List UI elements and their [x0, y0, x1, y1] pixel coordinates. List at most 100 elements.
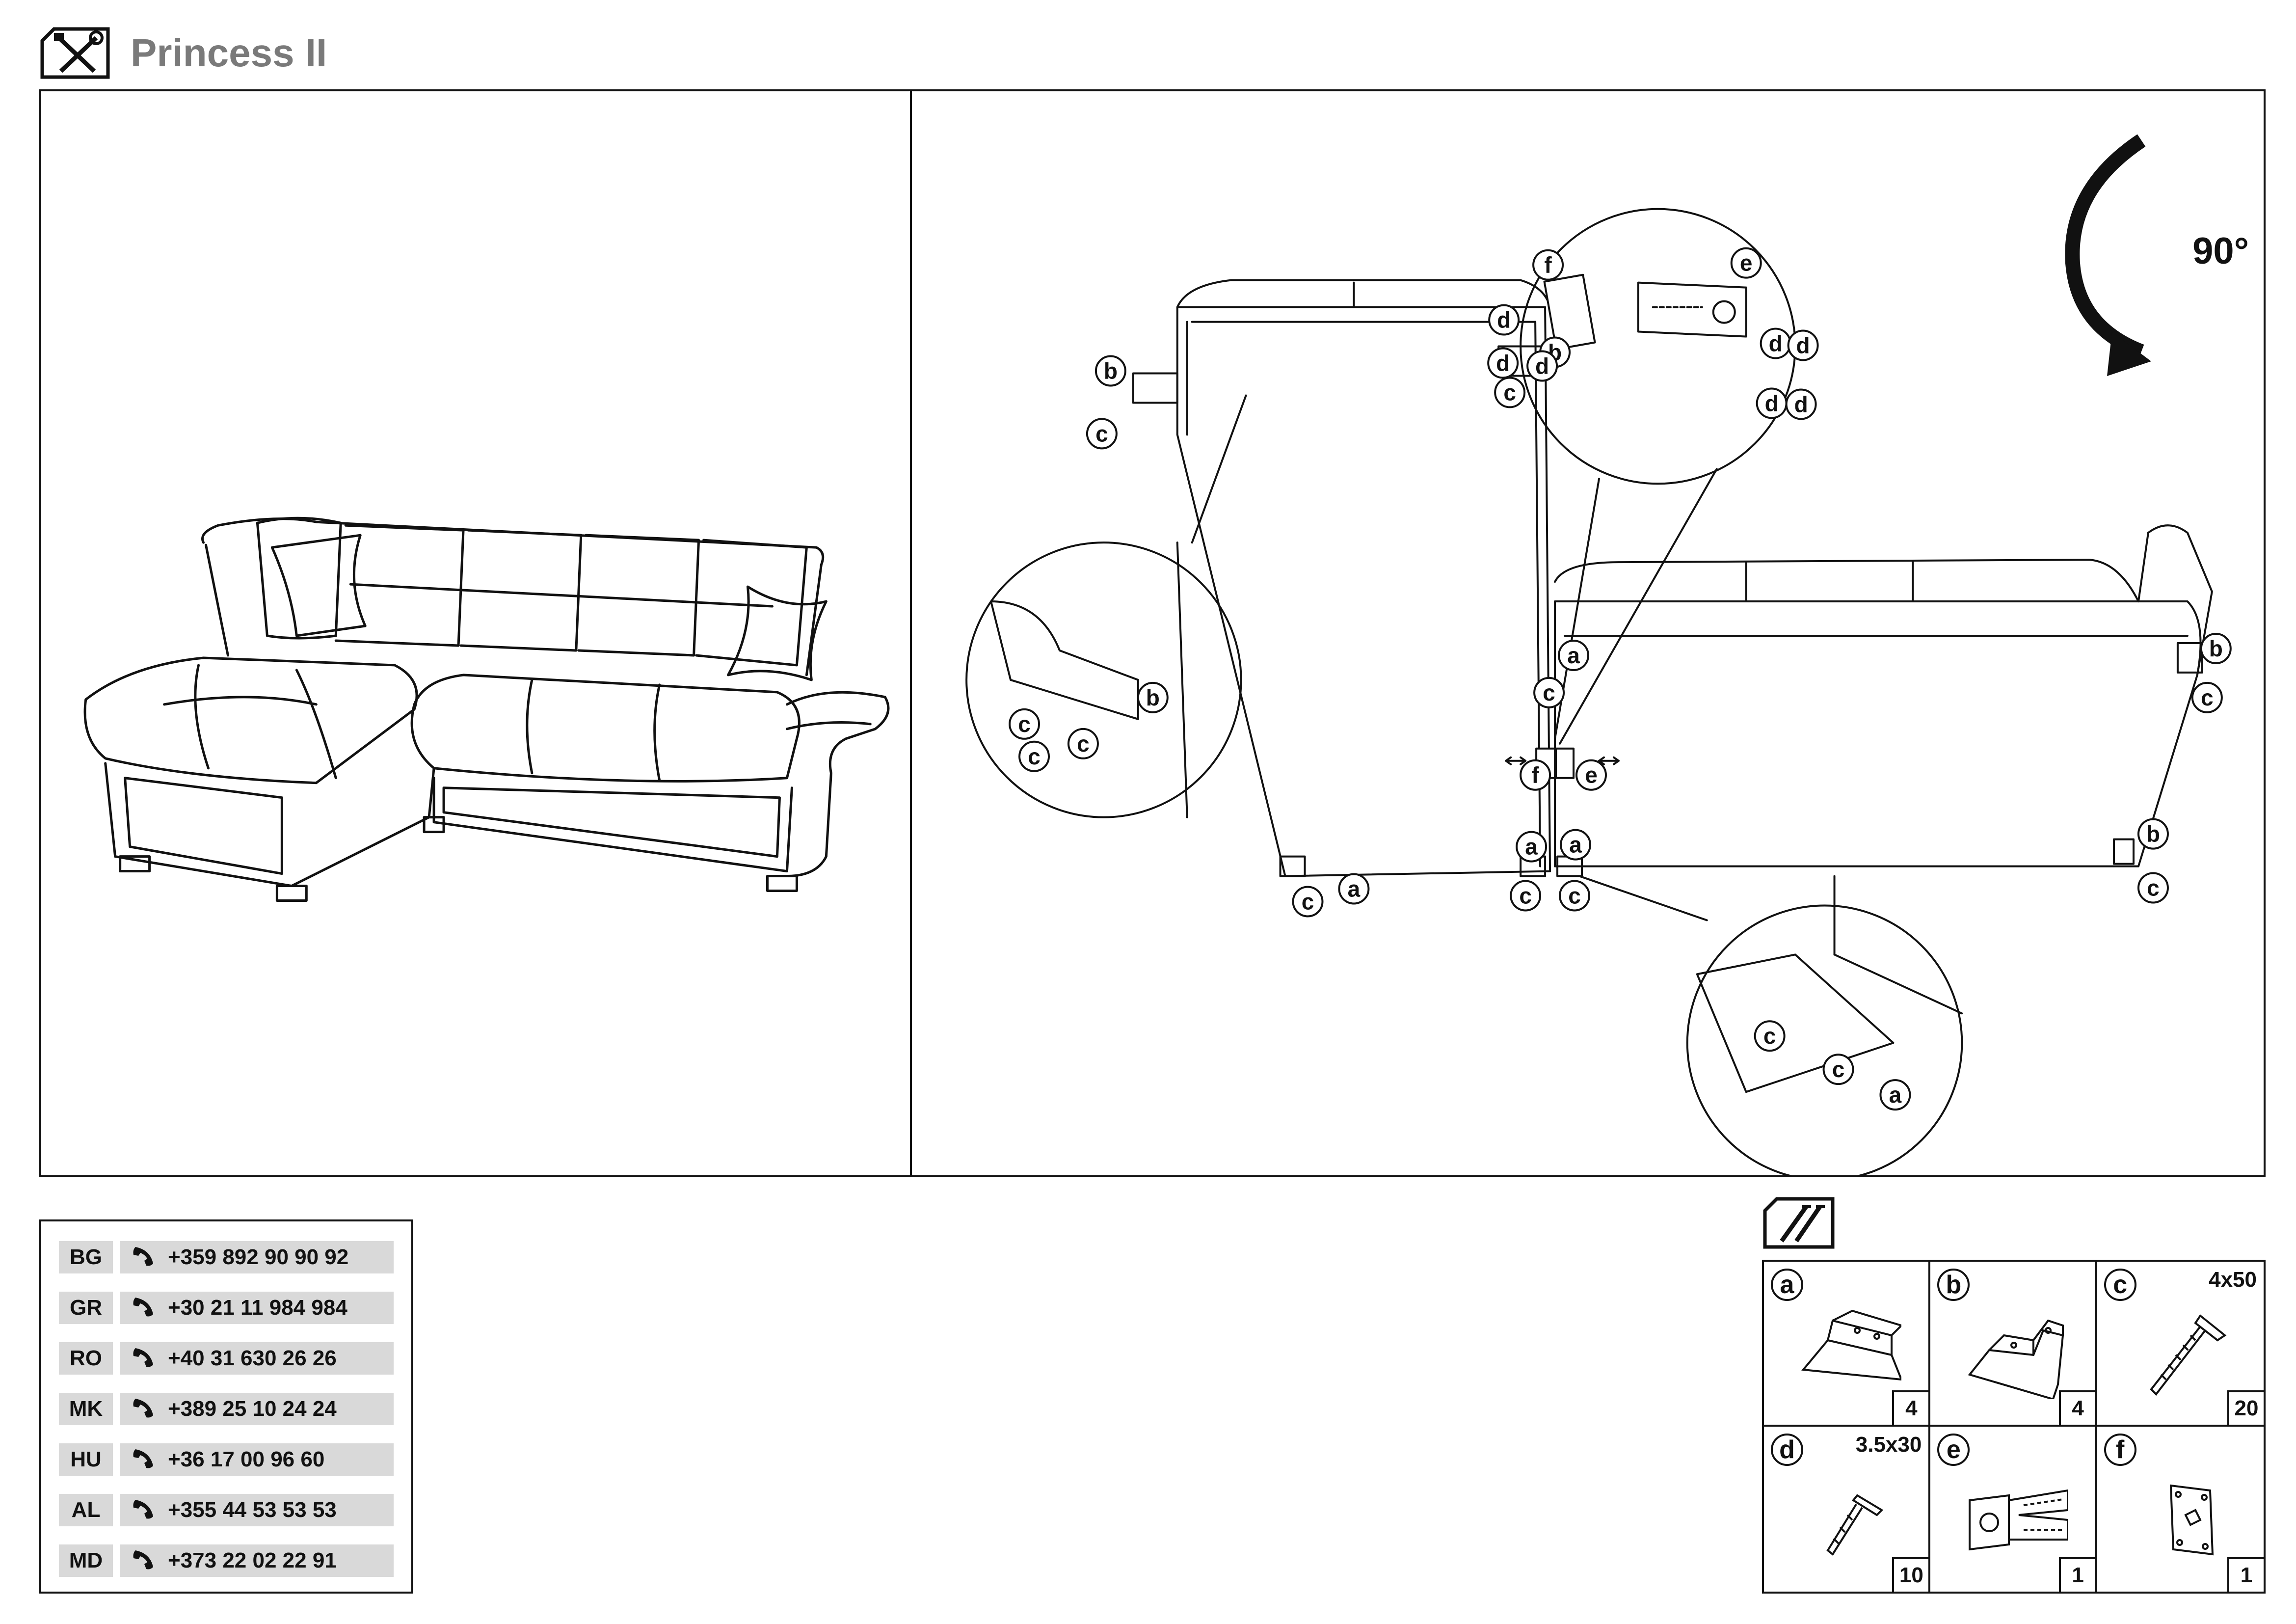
country-code: MK: [59, 1393, 113, 1425]
part-cell-c: c 4x50 20: [2097, 1262, 2264, 1427]
callout-c: c: [1503, 379, 1516, 405]
callout-c: c: [1568, 883, 1581, 909]
screws-icon: [1763, 1197, 1835, 1249]
part-letter: f: [2104, 1434, 2136, 1466]
part-letter: d: [1771, 1434, 1803, 1466]
part-cell-d: d 3.5x30 10: [1764, 1427, 1931, 1592]
callout-d: d: [1794, 391, 1808, 417]
screw-c-icon: [2149, 1314, 2227, 1396]
phone-number[interactable]: +40 31 630 26 26: [120, 1342, 394, 1375]
callout-b: b: [1104, 358, 1118, 383]
assembly-diagram-panel: b c b c a c f e a a c c c a b c b c e f: [912, 91, 2264, 1175]
callout-c: c: [1095, 421, 1108, 446]
callout-a: a: [1889, 1082, 1902, 1108]
callout-f: f: [1544, 252, 1552, 278]
screw-d-icon: [1826, 1494, 1884, 1556]
callout-c: c: [1763, 1023, 1776, 1049]
contact-row: RO +40 31 630 26 26: [59, 1342, 394, 1375]
callout-d: d: [1765, 390, 1779, 416]
contact-list: BG +359 892 90 90 92 GR +30 21 11 984 98…: [39, 1219, 413, 1594]
parts-list: a 4 b 4 c 4x50 20 d 3.5x30: [1762, 1260, 2266, 1594]
part-quantity: 1: [2227, 1557, 2264, 1592]
phone-icon: [133, 1348, 153, 1367]
country-code: HU: [59, 1443, 113, 1476]
contact-row: MD +373 22 02 22 91: [59, 1544, 394, 1577]
contact-row: AL +355 44 53 53 53: [59, 1494, 394, 1526]
callout-b: b: [2146, 821, 2160, 847]
part-quantity: 20: [2227, 1390, 2264, 1425]
part-cell-e: e 1: [1930, 1427, 2097, 1592]
coupler-e-icon: [1969, 1489, 2068, 1551]
rotation-label: 90°: [2192, 230, 2249, 272]
tools-icon: [40, 27, 110, 79]
phone-icon: [133, 1399, 153, 1418]
part-quantity: 10: [1892, 1557, 1929, 1592]
phone-number[interactable]: +389 25 10 24 24: [120, 1393, 394, 1425]
bracket-a-icon: [1801, 1309, 1901, 1381]
callout-a: a: [1525, 834, 1538, 860]
part-size: 3.5x30: [1855, 1433, 1922, 1457]
callout-c: c: [1519, 883, 1532, 909]
part-quantity: 1: [2058, 1557, 2095, 1592]
contact-row: MK +389 25 10 24 24: [59, 1393, 394, 1425]
callout-e: e: [1585, 762, 1598, 788]
phone-icon: [133, 1449, 153, 1468]
sofa-illustration: [83, 516, 890, 902]
callout-c: c: [2201, 685, 2214, 710]
part-size: 4x50: [2209, 1268, 2257, 1292]
callout-d: d: [1769, 331, 1783, 356]
page-title: Princess II: [131, 31, 327, 75]
callout-labels: b c b c a c f e a a c c c a b c b c e f: [1009, 247, 2232, 1111]
callout-b: b: [1146, 685, 1160, 710]
part-letter: a: [1771, 1269, 1803, 1301]
phone-icon: [133, 1247, 153, 1266]
phone-icon: [133, 1550, 153, 1570]
assembly-diagram: b c b c a c f e a a c c c a b c b c e f: [965, 208, 2232, 1175]
contact-row: HU +36 17 00 96 60: [59, 1443, 394, 1476]
callout-c: c: [2147, 875, 2160, 901]
phone-icon: [133, 1500, 153, 1519]
header: Princess II: [39, 24, 327, 82]
part-letter: e: [1937, 1434, 1970, 1466]
bracket-b-icon: [1968, 1319, 2064, 1399]
phone-number[interactable]: +355 44 53 53 53: [120, 1494, 394, 1526]
callout-f: f: [1531, 762, 1539, 788]
sofa-overview-panel: [41, 91, 910, 1175]
callout-a: a: [1567, 643, 1580, 668]
contact-row: GR +30 21 11 984 984: [59, 1292, 394, 1324]
callout-c: c: [1077, 731, 1090, 757]
part-cell-a: a 4: [1764, 1262, 1931, 1427]
country-code: RO: [59, 1342, 113, 1375]
part-quantity: 4: [2058, 1390, 2095, 1425]
callout-c: c: [1543, 680, 1555, 705]
callout-a: a: [1348, 876, 1361, 902]
part-letter: b: [1937, 1269, 1970, 1301]
callout-d: d: [1796, 333, 1810, 358]
callout-c: c: [1018, 711, 1031, 737]
phone-number[interactable]: +30 21 11 984 984: [120, 1292, 394, 1324]
instruction-frame: b c b c a c f e a a c c c a b c b c e f: [39, 89, 2266, 1177]
part-cell-f: f 1: [2097, 1427, 2264, 1592]
callout-d: d: [1535, 353, 1549, 379]
country-code: AL: [59, 1494, 113, 1526]
country-code: MD: [59, 1544, 113, 1577]
panel-divider: [910, 91, 912, 1175]
country-code: GR: [59, 1292, 113, 1324]
callout-e: e: [1740, 250, 1753, 276]
callout-c: c: [1302, 889, 1314, 915]
phone-number[interactable]: +373 22 02 22 91: [120, 1544, 394, 1577]
plate-f-icon: [2169, 1484, 2214, 1556]
phone-number[interactable]: +36 17 00 96 60: [120, 1443, 394, 1476]
rotation-indicator: 90°: [2043, 116, 2249, 386]
callout-a: a: [1569, 832, 1582, 858]
part-letter: c: [2104, 1269, 2136, 1301]
callout-d: d: [1497, 307, 1511, 333]
contact-row: BG +359 892 90 90 92: [59, 1241, 394, 1273]
callout-b: b: [2209, 636, 2223, 661]
callout-c: c: [1028, 744, 1041, 769]
phone-icon: [133, 1298, 153, 1317]
country-code: BG: [59, 1241, 113, 1273]
part-quantity: 4: [1892, 1390, 1929, 1425]
phone-number[interactable]: +359 892 90 90 92: [120, 1241, 394, 1273]
callout-c: c: [1832, 1056, 1845, 1082]
